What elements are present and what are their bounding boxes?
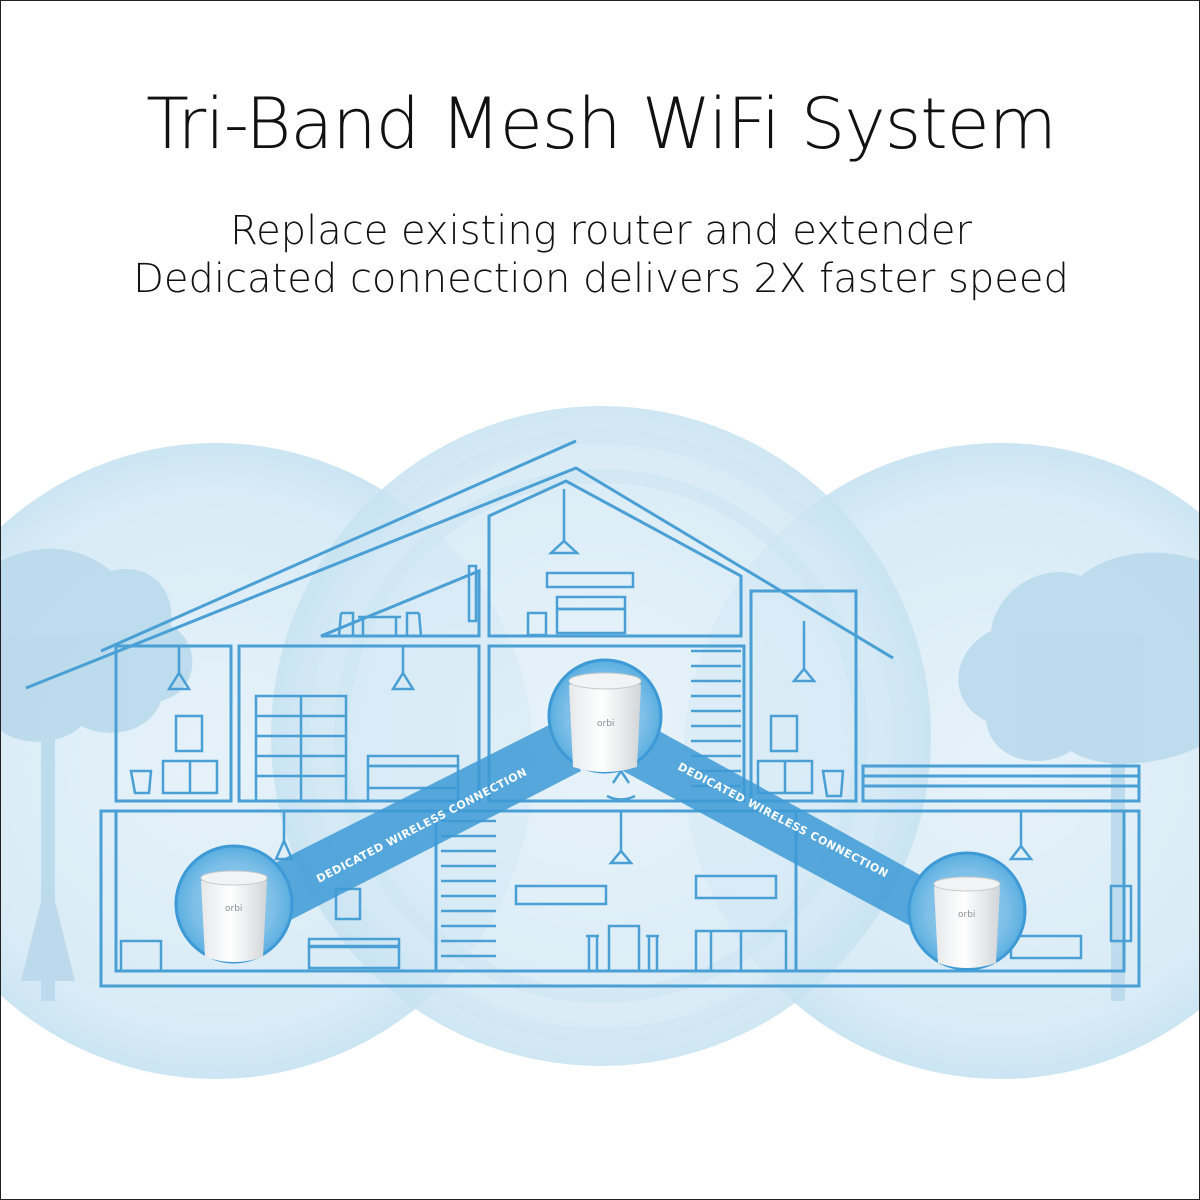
- chair-icon: [405, 611, 423, 637]
- bookshelf-icon: [254, 694, 348, 803]
- stairs-icon: [441, 819, 496, 958]
- dresser-icon: [756, 714, 814, 795]
- tv-icon: [1109, 884, 1133, 943]
- house-outline: [25, 439, 894, 690]
- tv-icon: [467, 564, 478, 623]
- subtitle-line-2: Dedicated connection delivers 2X faster …: [133, 256, 1069, 302]
- right-connection-beam: [623, 721, 931, 929]
- dresser-icon: [526, 611, 548, 637]
- subtitle-line-1: Replace existing router and extender: [230, 208, 972, 254]
- router-logo: orbi: [597, 719, 614, 729]
- router-icon: orbi: [547, 658, 663, 774]
- lamp-icon: [166, 646, 192, 691]
- right-satellite-logo: orbi: [958, 910, 975, 920]
- table-icon: [358, 615, 401, 636]
- page-title: Tri-Band Mesh WiFi System: [146, 83, 1057, 165]
- lamp-icon: [390, 646, 416, 691]
- lamp-icon: [1008, 811, 1034, 861]
- tree-icon: [958, 552, 1199, 1001]
- chair-icon: [646, 934, 659, 971]
- sofa-icon: [307, 937, 401, 970]
- furniture: [119, 489, 1133, 973]
- toilet-icon: [129, 769, 153, 795]
- chair-icon: [586, 934, 599, 971]
- lamp-icon: [791, 621, 817, 683]
- left-satellite-logo: orbi: [225, 904, 242, 914]
- lamp-icon: [547, 489, 581, 555]
- chair-icon: [337, 611, 355, 637]
- lamp-icon: [608, 811, 634, 865]
- tree-icon: [1, 548, 193, 1001]
- dresser-icon: [161, 714, 219, 795]
- bed-icon: [555, 595, 627, 635]
- table-icon: [607, 924, 641, 973]
- satellite-icon: orbi: [174, 844, 294, 964]
- satellite-icon: orbi: [907, 851, 1027, 971]
- toilet-icon: [821, 769, 845, 798]
- left-connection-beam: [259, 721, 581, 926]
- kitchen-cabinet-icon: [514, 874, 788, 973]
